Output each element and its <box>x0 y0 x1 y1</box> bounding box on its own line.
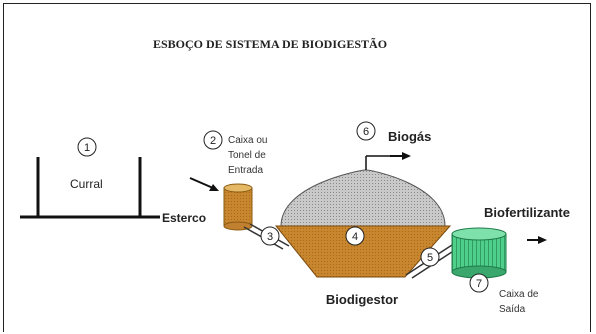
digester-tank <box>274 225 452 278</box>
marker-3: 3 <box>260 226 280 246</box>
curral-label: Curral <box>70 177 103 191</box>
svg-text:3: 3 <box>267 231 273 243</box>
marker-4: 4 <box>345 226 365 246</box>
marker-1: 1 <box>77 137 97 157</box>
esterco-label: Esterco <box>162 211 206 225</box>
gas-outlet-arrow <box>365 152 411 170</box>
inlet-box <box>223 183 253 231</box>
svg-text:7: 7 <box>476 278 482 290</box>
biofertilizante-arrow <box>527 236 547 244</box>
svg-text:2: 2 <box>210 135 216 147</box>
svg-text:6: 6 <box>363 126 369 138</box>
biodigestor-label: Biodigestor <box>326 292 398 307</box>
diagram-title: ESBOÇO DE SISTEMA DE BIODIGESTÃO <box>153 37 387 51</box>
caixa-saida-line-2: Saída <box>499 304 526 315</box>
curral-structure <box>20 157 160 219</box>
caixa-entrada-line-3: Entrada <box>228 165 263 176</box>
esterco-arrow <box>189 177 219 191</box>
svg-text:1: 1 <box>84 142 90 154</box>
gas-dome <box>280 169 446 227</box>
biogas-label: Biogás <box>388 129 431 144</box>
caixa-entrada-line-1: Caixa ou <box>228 135 267 146</box>
marker-7: 7 <box>469 273 489 293</box>
outlet-box <box>451 227 507 279</box>
svg-text:4: 4 <box>352 231 358 243</box>
caixa-entrada-line-2: Tonel de <box>228 150 266 161</box>
biofertilizante-label: Biofertilizante <box>484 205 570 220</box>
caixa-saida-line-1: Caixa de <box>499 289 539 300</box>
marker-5: 5 <box>420 247 440 267</box>
marker-6: 6 <box>356 121 376 141</box>
svg-text:5: 5 <box>427 252 433 264</box>
marker-2: 2 <box>203 130 223 150</box>
